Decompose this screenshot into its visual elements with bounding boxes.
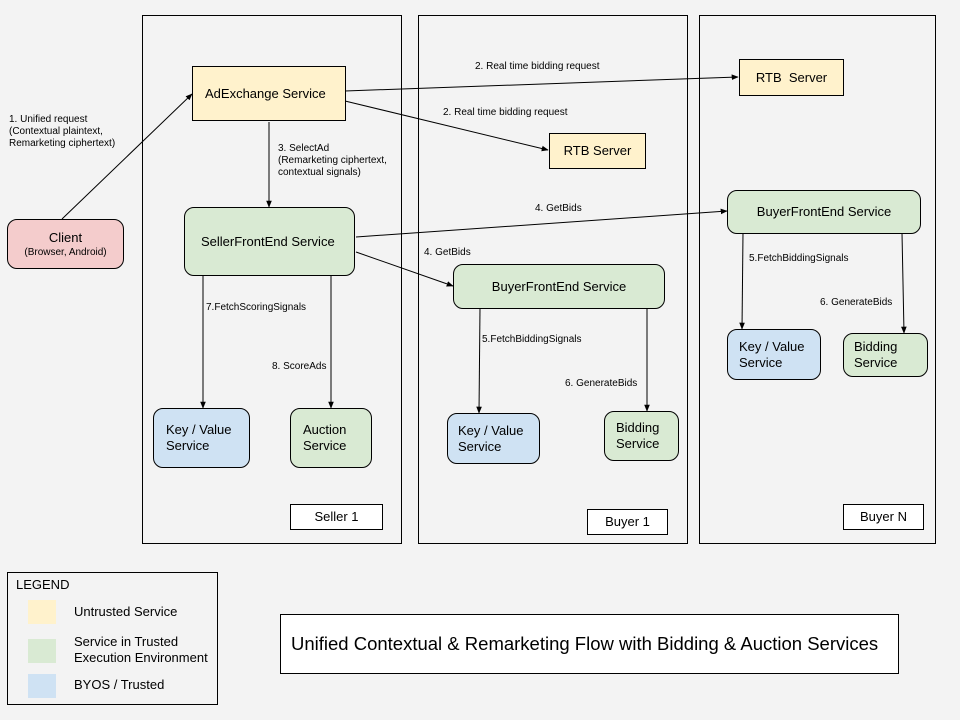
arrow-rtb-request-n — [344, 74, 739, 92]
buyer-1-rtb-server-node: RTB Server — [549, 133, 646, 169]
fetch-bidding-signals-1-label: 5.FetchBiddingSignals — [482, 334, 582, 345]
getbids-1-label: 4. GetBids — [424, 247, 471, 258]
buyer-1-frontend-service-label: BuyerFrontEnd Service — [491, 278, 627, 294]
buyer-n-rtb-server-label: RTB Server — [755, 69, 828, 85]
arrow-fetch-bidding-n — [739, 232, 745, 330]
client-node: Client (Browser, Android) — [7, 219, 124, 269]
legend-item-trusted-execution: Service in Trusted Execution Environment — [74, 634, 208, 665]
score-ads-label: 8. ScoreAds — [272, 361, 327, 372]
legend-item-byos: BYOS / Trusted — [74, 677, 165, 692]
unified-request-label: 1. Unified request (Contextual plaintext… — [9, 114, 116, 149]
buyer-n-panel-label-text: Buyer N — [860, 509, 907, 524]
buyer-1-kv-service-label: Key / Value Service — [458, 422, 524, 454]
buyer-1-panel-label-text: Buyer 1 — [605, 514, 650, 529]
auction-service-label: Auction Service — [303, 422, 347, 453]
seller-frontend-service-node: SellerFrontEnd Service — [184, 207, 355, 276]
legend-panel: LEGEND Untrusted Service Service in Trus… — [7, 572, 218, 705]
seller-frontend-service-label: SellerFrontEnd Service — [201, 233, 335, 249]
seller-kv-service-label: Key / Value Service — [166, 422, 232, 453]
generate-bids-1-label: 6. GenerateBids — [565, 378, 638, 389]
buyer-1-panel-label: Buyer 1 — [587, 509, 668, 535]
buyer-1-rtb-server-label: RTB Server — [563, 143, 632, 158]
buyer-n-frontend-service-label: BuyerFrontEnd Service — [756, 204, 892, 219]
buyer-n-kv-service-label: Key / Value Service — [739, 338, 805, 370]
legend-title: LEGEND — [16, 577, 70, 592]
fetch-scoring-signals-label: 7.FetchScoringSignals — [206, 302, 307, 313]
buyer-n-kv-service-node: Key / Value Service — [727, 329, 821, 380]
buyer-n-panel — [699, 15, 936, 544]
rtb-request-n-label: 2. Real time bidding request — [475, 61, 600, 72]
legend-item-untrusted: Untrusted Service — [74, 604, 178, 619]
arrow-generate-bids-n — [901, 232, 907, 334]
buyer-n-frontend-service-node: BuyerFrontEnd Service — [727, 190, 921, 234]
seller-panel-label-text: Seller 1 — [314, 509, 359, 524]
buyer-1-bidding-service-node: Bidding Service — [604, 411, 679, 461]
fetch-bidding-signals-n-label: 5.FetchBiddingSignals — [749, 253, 849, 264]
arrow-unified-request — [61, 93, 193, 220]
client-label: Client — [48, 229, 83, 245]
seller-panel-label: Seller 1 — [290, 504, 383, 530]
arrow-getbids-1 — [355, 251, 454, 287]
arrow-fetch-bidding-1 — [476, 307, 482, 414]
select-ad-label: 3. SelectAd (Remarketing ciphertext, con… — [278, 143, 387, 178]
generate-bids-n-label: 6. GenerateBids — [820, 297, 893, 308]
buyer-n-bidding-service-label: Bidding Service — [854, 339, 898, 370]
legend-swatch-untrusted — [28, 600, 56, 624]
getbids-n-label: 4. GetBids — [535, 203, 582, 214]
diagram-title-box: Unified Contextual & Remarketing Flow wi… — [280, 614, 899, 674]
buyer-n-panel-label: Buyer N — [843, 504, 924, 530]
buyer-1-frontend-service-node: BuyerFrontEnd Service — [453, 264, 665, 309]
client-sublabel: (Browser, Android) — [24, 246, 107, 258]
auction-service-node: Auction Service — [290, 408, 372, 468]
arrow-rtb-request-1 — [344, 100, 549, 152]
adexchange-service-label: AdExchange Service — [205, 85, 326, 101]
buyer-1-kv-service-node: Key / Value Service — [447, 413, 540, 464]
arrow-getbids-n — [355, 208, 728, 238]
seller-kv-service-node: Key / Value Service — [153, 408, 250, 468]
legend-swatch-byos — [28, 674, 56, 698]
buyer-1-bidding-service-label: Bidding Service — [616, 420, 660, 451]
legend-swatch-trusted-execution — [28, 639, 56, 663]
buyer-n-rtb-server-node: RTB Server — [739, 59, 844, 96]
buyer-n-bidding-service-node: Bidding Service — [843, 333, 928, 377]
diagram-title: Unified Contextual & Remarketing Flow wi… — [291, 633, 879, 654]
adexchange-service-node: AdExchange Service — [192, 66, 346, 121]
rtb-request-1-label: 2. Real time bidding request — [443, 107, 568, 118]
